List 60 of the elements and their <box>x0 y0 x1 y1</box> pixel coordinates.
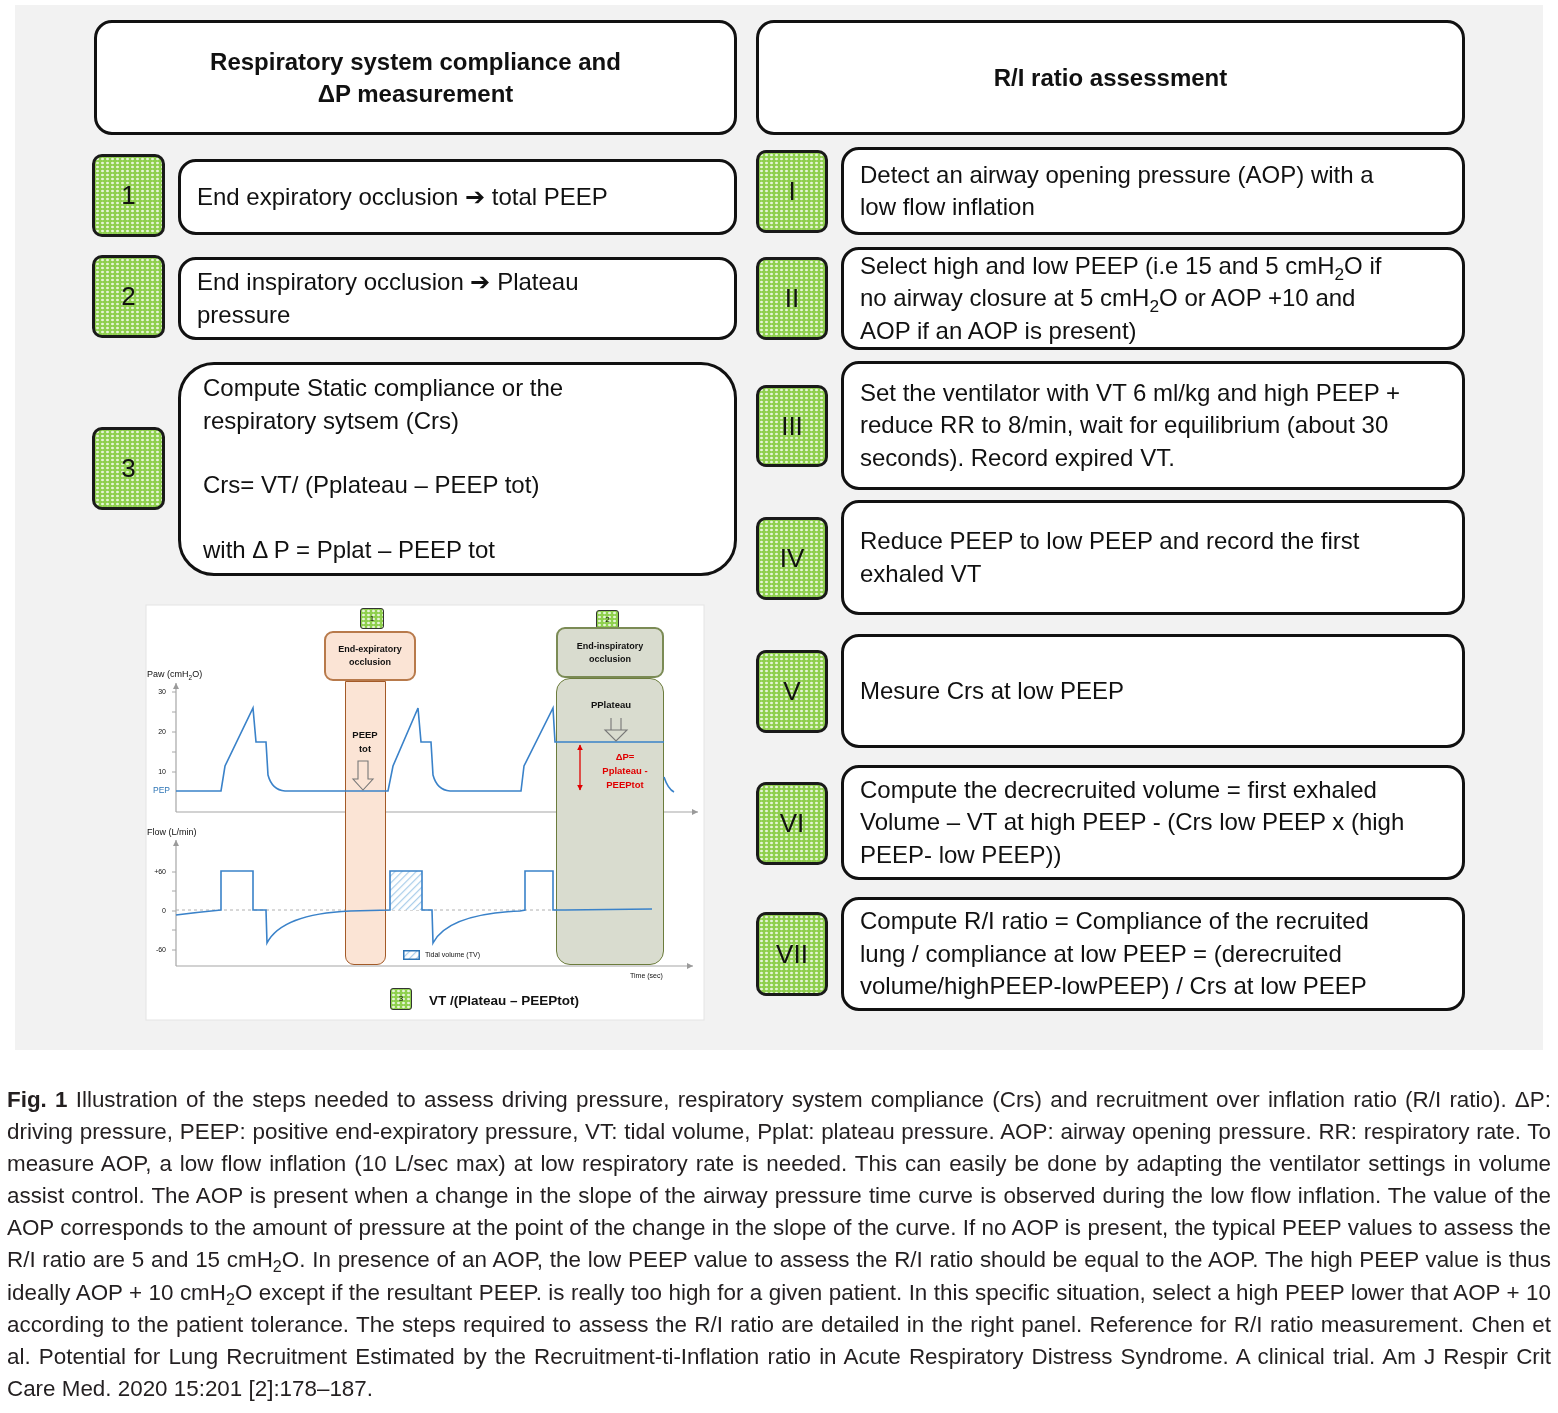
step-text: Compute the decrecruited volume = first exhaled Volume – VT at high PEEP - (Crs low PEEP x (high PEEP- low PEEP)) <box>860 774 1406 870</box>
step-number-tile <box>756 650 828 733</box>
step-box <box>841 147 1465 235</box>
step-number-tile <box>756 782 828 865</box>
step-number-tile <box>756 912 828 996</box>
step-number-tile <box>756 150 828 233</box>
formula-text: Crs= VT/ (Pplateau – PEEP tot) <box>203 470 541 500</box>
step-text: Set the ventilator with VT 6 ml/kg and high PEEP + reduce RR to 8/min, wait for equilibrium (about 30 seconds). Record expired VT. <box>860 377 1402 473</box>
step-number-tile <box>92 255 165 338</box>
section-title: Respiratory system compliance and ΔP measurement <box>209 46 622 109</box>
axis-title: Flow (L/min) <box>147 827 197 839</box>
occlusion-column <box>345 681 386 965</box>
axis-title: Paw (cmH$_{2}$O) <box>147 669 203 681</box>
step-box <box>178 362 737 576</box>
step-number: V <box>783 676 801 707</box>
step-number-tile <box>92 427 165 510</box>
step-number: 1 <box>121 180 136 211</box>
step-box <box>841 500 1465 615</box>
step-number-tile <box>756 385 828 467</box>
occlusion-label: End-expiratory occlusion <box>337 643 403 669</box>
formula-text: ΔP= Pplateau - PEEPtot <box>601 750 649 792</box>
occlusion-label: End-inspiratory occlusion <box>575 639 645 666</box>
step-number: IV <box>779 543 805 574</box>
step-number-tile <box>756 257 828 340</box>
section-header-box <box>756 20 1465 135</box>
occlusion-label-box <box>556 627 664 678</box>
section-header-box <box>94 20 737 135</box>
step-number-tile <box>92 154 165 237</box>
step-box <box>841 634 1465 748</box>
value-label: PPlateau <box>589 698 633 712</box>
step-box <box>841 897 1465 1011</box>
step-number: III <box>781 410 803 442</box>
step-number: 1 <box>369 613 375 624</box>
occlusion-column <box>556 678 664 965</box>
caption: Fig. 1 Illustration of the steps needed to assess driving pressure, respiratory system compliance (Crs) and recruitment over inflation ratio (R/I ratio). ΔP: driving pressure, PEEP: positive end-expiratory pressure, VT: tidal volume, Pplat: plateau pressure. AOP: airway opening pressure. RR: respiratory rate. To measure AOP, a low flow inflation (10 L/sec max) at low respiratory rate is needed. This can easily be done by adapting the ventilator settings in volume assist control. The AOP is present when a change in the slope of the airway pressure time curve is observed during the low flow inflation. The value of the AOP corresponds to the amount of pressure at the point of the change in the slope of the curve. If no AOP is present, the typical PEEP values to assess the R/I ratio are 5 and 15 cmH$_{2}$O. In presence of an AOP, the low PEEP value to assess the R/I ratio should be equal to the AOP. The high PEEP value is thus ideally AOP + 10 cmH$_{2}$O except if the resultant PEEP. is really too high for a given patient. In this specific situation, select a high PEEP lower that AOP + 10 according to the patient tolerance. The steps required to assess the R/I ratio are detailed in the right panel. Reference for R/I ratio measurement. Chen et al. Potential for Lung Recruitment Estimated by the Recruitment-ti-Inflation ratio in Acute Respiratory Distress Syndrome. A clinical trial. Am J Respir Crit Care Med. 2020 15:201 [2]:178–187. <box>7 1086 1551 1403</box>
step-number-tile <box>390 988 412 1010</box>
step-text: End inspiratory occlusion ➔ Plateau pressure <box>197 267 580 330</box>
step-number: 3 <box>398 994 404 1004</box>
step-text: Reduce PEEP to low PEEP and record the first exhaled VT <box>860 526 1361 589</box>
step-box <box>178 257 737 340</box>
step-text: Compute Static compliance or the respiratory sytsem (Crs) <box>203 373 565 436</box>
step-text: End expiratory occlusion ➔ total PEEP <box>197 181 609 212</box>
step-box <box>841 247 1465 350</box>
step-text: Detect an airway opening pressure (AOP) with a low flow inflation <box>860 159 1375 222</box>
value-label: PEEP tot <box>351 728 379 756</box>
step-box <box>841 765 1465 880</box>
tick-label: PEP <box>153 785 170 797</box>
occlusion-label-box <box>324 631 416 681</box>
formula-text: with Δ P = Pplat – PEEP tot <box>203 535 496 565</box>
step-box <box>841 361 1465 490</box>
section-title: R/I ratio assessment <box>993 62 1228 93</box>
formula-text: VT /(Plateau – PEEPtot) <box>429 993 580 1009</box>
step-number: 2 <box>605 614 610 625</box>
step-text: Compute R/I ratio = Compliance of the recruited lung / compliance at low PEEP = (derecruited volume/highPEEP-lowPEEP) / Crs at low PEEP <box>860 906 1370 1002</box>
step-text: Select high and low PEEP (i.e 15 and 5 cmH$_{2}$O if no airway closure at 5 cmH$_{2}$O or AOP +10 and AOP if an AOP is present) <box>860 250 1383 346</box>
step-text: Mesure Crs at low PEEP <box>860 675 1126 706</box>
step-box <box>178 159 737 235</box>
step-number-tile <box>360 608 384 629</box>
step-number: I <box>788 176 796 207</box>
step-number-tile <box>756 517 828 600</box>
